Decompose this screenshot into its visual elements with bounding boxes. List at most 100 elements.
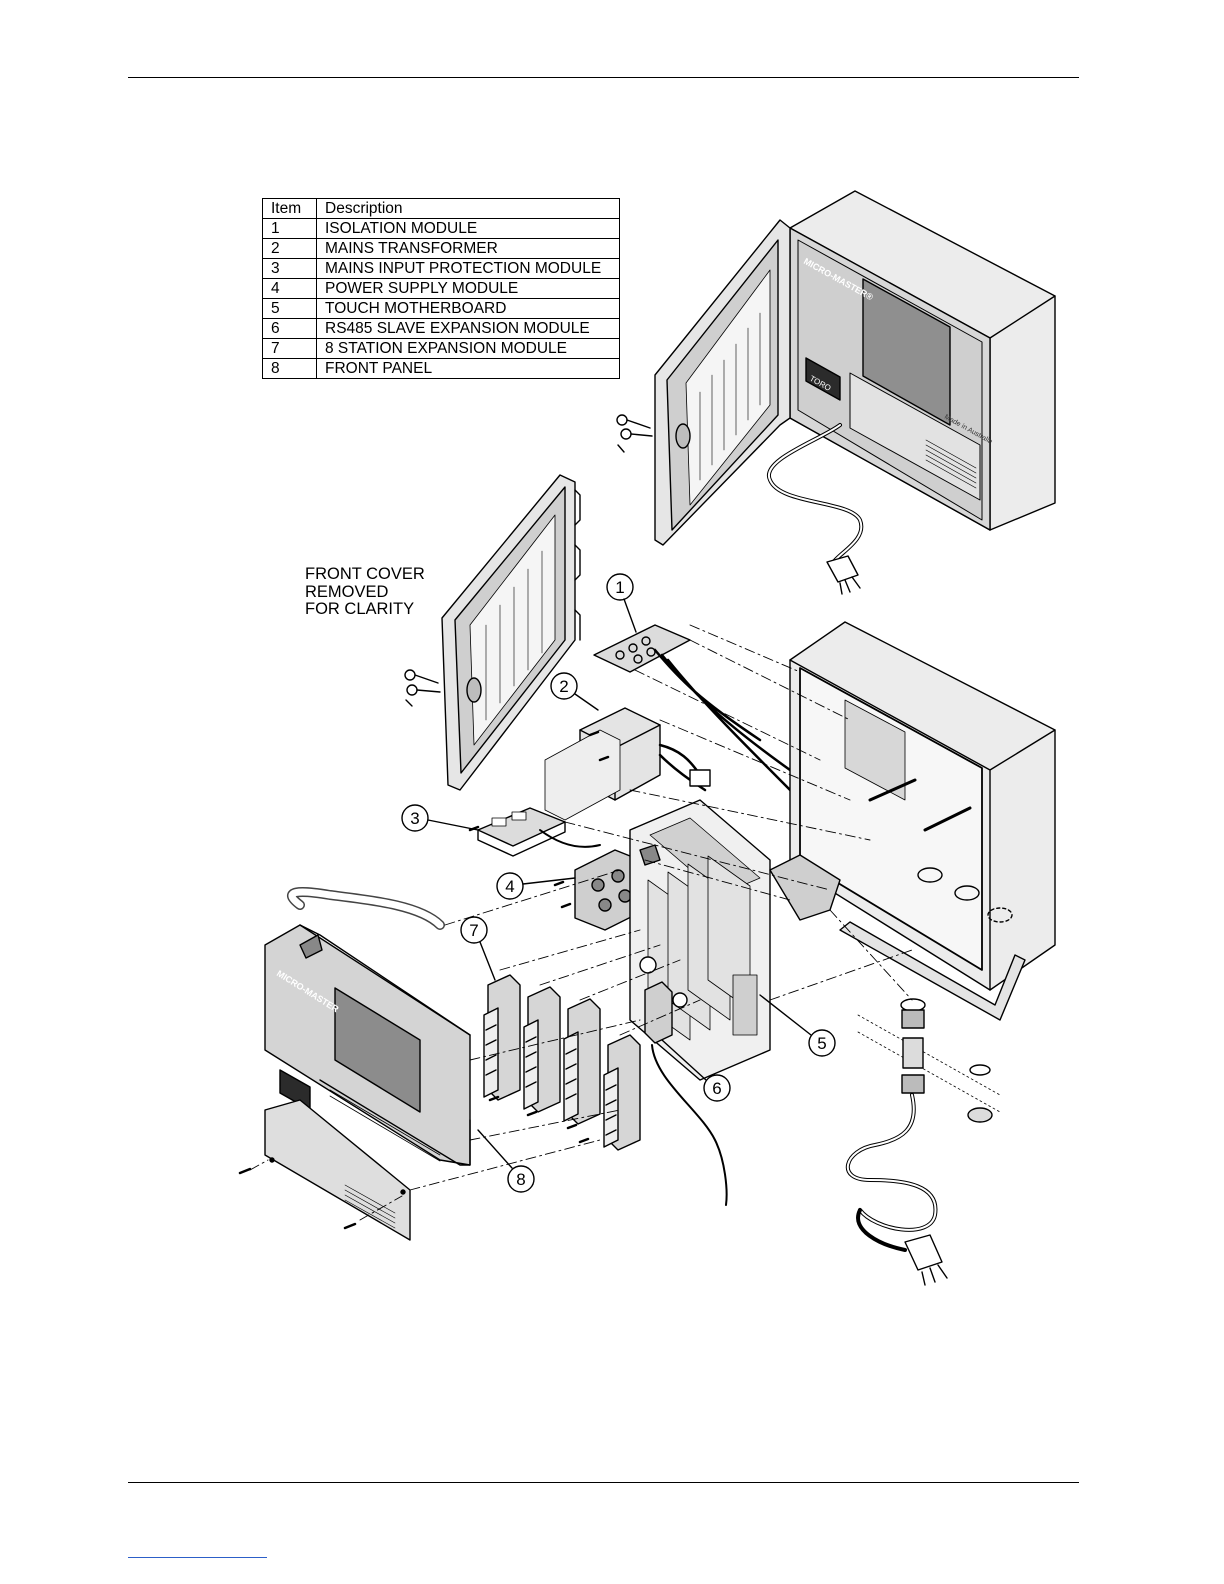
- ribbon-cable-inner: [288, 888, 444, 929]
- door-instruction-sheet: [685, 269, 771, 506]
- warning-label-lines: [925, 439, 977, 489]
- door-latch-icon: [675, 423, 691, 449]
- gland-nut-icon: [900, 998, 926, 1012]
- exploded-front-door: [404, 474, 581, 791]
- callout-4: 4: [496, 872, 576, 900]
- screws: [238, 730, 610, 1230]
- knockout-hole: [954, 885, 980, 901]
- assembled-controller: TORO MICRO-MASTER® Made in Australia: [616, 190, 1056, 595]
- callout-3: 3: [401, 804, 479, 832]
- door-sheet: [469, 514, 556, 746]
- table-row: 8 FRONT PANEL: [262, 358, 620, 379]
- cord-to-plug: [856, 1208, 907, 1252]
- screw-icon: [269, 1157, 275, 1163]
- screw-icon: [238, 1167, 252, 1175]
- blanking-plug-icon: [967, 1107, 993, 1123]
- item-description: 8 STATION EXPANSION MODULE: [316, 338, 620, 359]
- svg-text:7: 7: [469, 921, 478, 940]
- callout-1: 1: [606, 573, 637, 633]
- dinrail: [868, 778, 972, 832]
- note-line: REMOVED: [305, 582, 389, 601]
- isolation-board: [593, 624, 691, 673]
- knockout-hole: [987, 907, 1013, 923]
- front-panel-cover-plate: [264, 1099, 411, 1241]
- power-plug-icon: [904, 1234, 948, 1286]
- parts-table: Item Description 1 ISOLATION MODULE 2 MA…: [262, 198, 620, 379]
- mains-input-protection-module: [477, 807, 601, 857]
- keys-icon: [616, 414, 653, 453]
- enclosure-base: [769, 621, 1056, 1021]
- svg-text:4: 4: [505, 877, 514, 896]
- cable-clamp-plate: [769, 854, 841, 921]
- front-panel-connectors: [329, 1089, 441, 1162]
- front-panel-top-edge: [299, 924, 471, 1036]
- mounting-bracket: [844, 699, 906, 801]
- svg-text:2: 2: [559, 677, 568, 696]
- enclosure-lower-lip: [839, 921, 1026, 1021]
- door-latch-icon: [466, 677, 482, 703]
- gland-cap: [901, 1074, 925, 1094]
- footer-link-underline: [128, 1557, 267, 1558]
- screw-icon: [343, 1222, 357, 1230]
- protection-wires: [539, 829, 601, 848]
- item-description: MAINS INPUT PROTECTION MODULE: [316, 258, 620, 279]
- svg-text:3: 3: [410, 809, 419, 828]
- screw-icon: [566, 1123, 578, 1130]
- front-cover-note: FRONT COVER REMOVED FOR CLARITY: [305, 565, 425, 619]
- transformer-bracket: [544, 729, 621, 821]
- assembly-guide-lines: [249, 624, 913, 1221]
- door-hinges: [574, 489, 581, 641]
- wire-connector: [689, 769, 711, 787]
- station-module: [603, 1034, 641, 1151]
- svg-text:5: 5: [817, 1034, 826, 1053]
- ribbon-connector: [299, 934, 323, 959]
- keys-icon: [404, 669, 441, 707]
- lower-panel: [849, 372, 981, 501]
- terminal-block: [732, 974, 758, 1036]
- wall-hole: [969, 1064, 991, 1076]
- item-description: FRONT PANEL: [316, 358, 620, 379]
- svg-text:1: 1: [615, 578, 624, 597]
- mains-transformer: [544, 707, 711, 821]
- screw-icon: [526, 1110, 538, 1117]
- toro-badge: [805, 357, 841, 401]
- knockout-hole: [917, 867, 943, 883]
- instruction-lines: [699, 312, 761, 481]
- rs485-board: [644, 981, 673, 1044]
- note-line: FOR CLARITY: [305, 600, 415, 618]
- column-header-description: Description: [316, 198, 620, 219]
- screw-icon: [578, 1137, 590, 1144]
- cover-plate-text-lines: [344, 1184, 396, 1229]
- screw-icon: [553, 880, 565, 887]
- parts-table-header: Item Description: [262, 198, 620, 219]
- callout-2: 2: [550, 672, 599, 711]
- front-panel-lower-edge: [319, 1079, 471, 1166]
- callout-6: 6: [661, 1039, 731, 1102]
- screw-icon: [598, 755, 610, 762]
- callout-5: 5: [759, 994, 836, 1057]
- station-expansion-modules: [483, 974, 641, 1151]
- table-row: 3 MAINS INPUT PROTECTION MODULE: [262, 258, 620, 279]
- rs485-cable: [651, 1044, 728, 1206]
- header-rule: [128, 77, 1079, 78]
- callouts: 1 2 3 4 5 6 7: [401, 573, 836, 1193]
- front-panel: MICRO-MASTER: [264, 887, 471, 1241]
- rs485-slave-expansion-module: [644, 981, 728, 1206]
- power-cord-inner: [767, 424, 863, 571]
- power-plug-icon: [826, 555, 861, 595]
- station-module: [523, 986, 561, 1113]
- gland-cord-inner: [847, 1094, 937, 1231]
- screw-icon: [588, 730, 600, 737]
- enclosure-edges: [789, 659, 1056, 991]
- door-sheet-lines: [485, 550, 543, 721]
- station-module: [563, 998, 601, 1125]
- note-line: FRONT COVER: [305, 565, 425, 583]
- gland-body: [902, 1037, 924, 1069]
- screw-icon: [488, 1095, 500, 1102]
- callout-7: 7: [460, 916, 496, 981]
- expansion-slots: [647, 855, 751, 1041]
- cable-gland-assembly: [846, 998, 1001, 1286]
- callout-8: 8: [477, 1129, 535, 1193]
- screw-icon: [400, 1189, 406, 1195]
